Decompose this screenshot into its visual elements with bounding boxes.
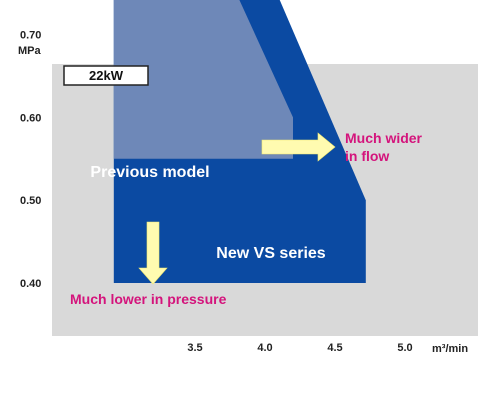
flow-annotation-line2: in flow	[345, 148, 389, 164]
power-badge: 22kW	[63, 65, 149, 86]
pressure-arrow-down	[138, 221, 168, 285]
x-tick-label: 3.5	[187, 342, 202, 354]
y-tick-label: 0.40	[20, 278, 41, 290]
x-axis-unit: m³/min	[432, 343, 468, 355]
power-badge-box	[63, 65, 149, 86]
x-tick-label: 4.5	[327, 342, 342, 354]
y-tick-label: 0.50	[20, 195, 41, 207]
new-vs-series-label: New VS series	[216, 245, 326, 262]
previous-model-label: Previous model	[90, 164, 209, 181]
y-tick-label: 0.60	[20, 112, 41, 124]
x-tick-label: 5.0	[397, 342, 412, 354]
y-axis-unit: MPa	[18, 45, 42, 57]
pressure-annotation: Much lower in pressure	[70, 291, 227, 307]
power-badge-text: 22kW	[89, 68, 124, 83]
x-tick-label: 4.0	[257, 342, 272, 354]
y-tick-label: 0.70	[20, 30, 41, 42]
x-axis-ticks: 3.5 4.0 4.5 5.0	[187, 342, 412, 354]
flow-annotation-line1: Much wider	[345, 130, 423, 146]
flow-arrow-right	[261, 132, 336, 162]
previous-model-region	[113, 0, 293, 159]
regions	[113, 0, 366, 283]
y-axis-ticks: 0.900.800.700.600.500.40	[20, 30, 41, 290]
